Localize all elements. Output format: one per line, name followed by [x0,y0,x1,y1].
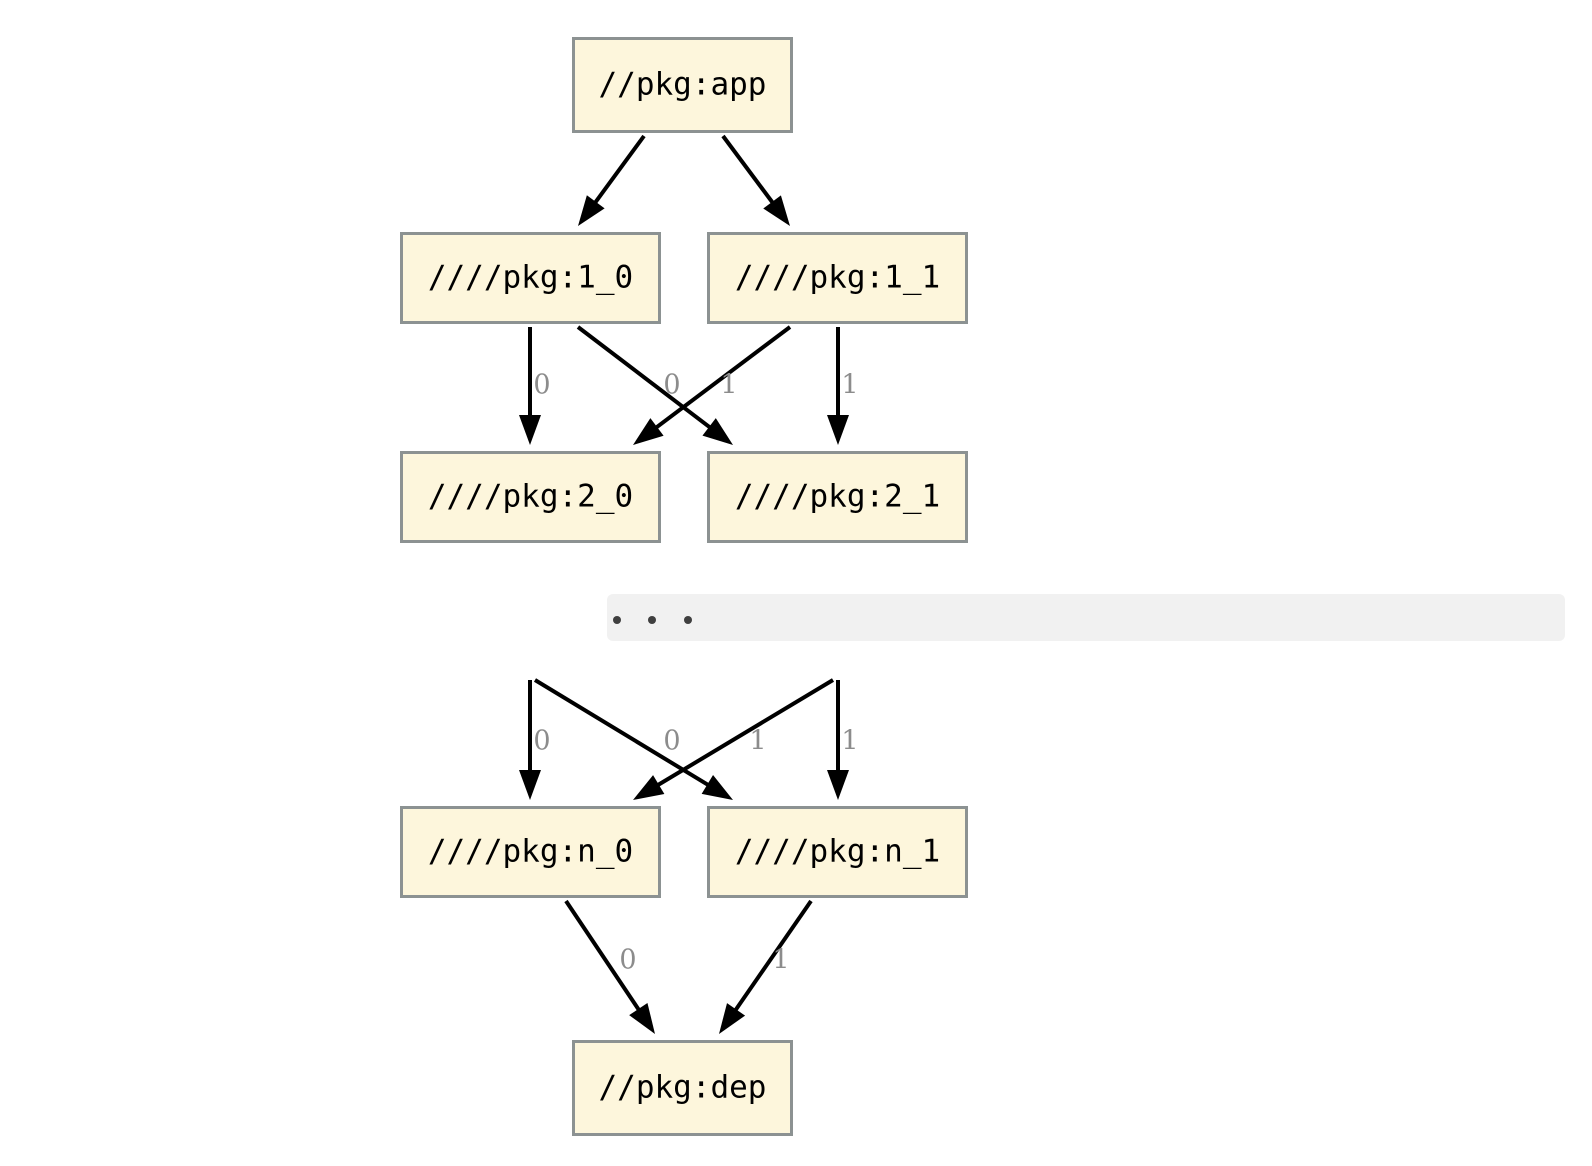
node-box-dep[interactable] [572,1040,793,1136]
edge-label-e-y-n_0b: 1 [749,726,766,757]
arrowhead-e-1_0-2_0 [519,415,541,445]
node-label-ln_1: ////pkg:n_1 [735,834,940,870]
node-box-l1_1[interactable] [707,232,968,324]
arrowhead-e-1_0-2_1 [702,418,733,445]
nodes-layer: //pkg:app ////pkg:1_0 ////pkg:1_1 ////pkg:2… [400,37,968,1136]
edge-e-y-n_0b [652,678,835,790]
arrowhead-e-app-1_0 [578,195,605,226]
edge-labels-layer: 0 0 1 1 0 0 1 1 0 1 [533,370,858,976]
edge-e-1_1-2_0 [650,325,792,433]
arrowhead-e-1_1-2_1 [827,415,849,445]
node-l1_0[interactable]: ////pkg:1_0 [400,232,661,324]
edge-label-e-y-n_1: 1 [841,726,858,757]
node-box-ln_1[interactable] [707,806,968,898]
ellipsis-dot-0 [613,616,621,624]
node-l1_1[interactable]: ////pkg:1_1 [707,232,968,324]
arrowhead-e-y-n_1 [827,770,849,800]
node-label-l2_0: ////pkg:2_0 [428,479,633,515]
ellipsis-dot-1 [648,616,656,624]
edge-label-e-n_1-dep: 1 [772,945,789,976]
arrowhead-e-x-n_1b [701,775,733,800]
edge-label-e-1_1-2_0: 1 [720,370,737,401]
edge-label-e-1_0-2_0: 0 [533,370,550,401]
edge-e-app-1_0 [590,134,646,208]
node-dep[interactable]: //pkg:dep [572,1040,793,1136]
ellipsis-band [607,594,1565,641]
node-box-l1_0[interactable] [400,232,661,324]
node-label-app: //pkg:app [599,67,767,103]
edge-e-n_1-dep [731,899,813,1016]
node-label-l2_1: ////pkg:2_1 [735,479,940,515]
node-box-l2_0[interactable] [400,451,661,543]
node-label-l1_1: ////pkg:1_1 [735,260,940,296]
node-label-dep: //pkg:dep [599,1070,767,1106]
edge-e-app-1_1 [721,134,778,208]
edge-label-e-1_0-2_1: 0 [663,370,680,401]
arrowhead-e-x-n_0 [519,770,541,800]
node-app[interactable]: //pkg:app [572,37,793,133]
ellipsis-separator [607,594,1565,641]
ellipsis-dot-2 [684,616,692,624]
arrowhead-e-y-n_0b [633,775,665,800]
node-box-app[interactable] [572,37,793,133]
edge-label-e-x-n_0: 0 [533,726,550,757]
edge-e-n_0-dep [564,899,644,1016]
edge-e-x-n_1b [533,678,714,790]
node-ln_0[interactable]: ////pkg:n_0 [400,806,661,898]
node-box-ln_0[interactable] [400,806,661,898]
arrowhead-e-n_0-dep [629,1002,655,1034]
edge-e-1_0-2_1 [576,325,716,433]
node-l2_1[interactable]: ////pkg:2_1 [707,451,968,543]
edge-label-e-x-n_1b: 0 [663,726,680,757]
edges-layer [519,134,849,1034]
node-l2_0[interactable]: ////pkg:2_0 [400,451,661,543]
edge-label-e-1_1-2_1: 1 [841,370,858,401]
node-ln_1[interactable]: ////pkg:n_1 [707,806,968,898]
node-label-ln_0: ////pkg:n_0 [428,834,633,870]
node-label-l1_0: ////pkg:1_0 [428,260,633,296]
arrowhead-e-app-1_1 [763,195,790,226]
arrowhead-e-1_1-2_0 [633,418,664,445]
edge-label-e-n_0-dep: 0 [619,945,636,976]
node-box-l2_1[interactable] [707,451,968,543]
arrowhead-e-n_1-dep [719,1003,746,1034]
